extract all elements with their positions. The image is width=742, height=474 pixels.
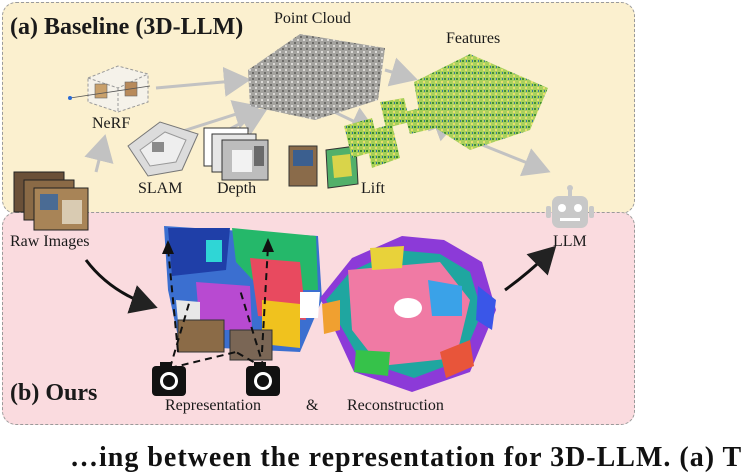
nerf-cube-icon	[68, 65, 151, 113]
llm-label: LLM	[553, 233, 587, 250]
representation-label: Representation	[165, 397, 261, 414]
nerf-label: NeRF	[92, 115, 131, 132]
features-image	[414, 54, 548, 150]
depth-label: Depth	[217, 180, 257, 197]
diagram-canvas	[13, 34, 594, 396]
depth-images	[203, 127, 269, 181]
slam-label: SLAM	[138, 180, 183, 197]
ours-arrows	[84, 245, 557, 314]
lift-images	[288, 145, 359, 189]
raw-images-label: Raw Images	[10, 233, 90, 250]
reconstruction-image	[320, 236, 496, 392]
robot-icon	[546, 185, 594, 228]
raw-images-stack	[13, 171, 89, 231]
camera-icon	[152, 362, 186, 396]
reconstruction-label: Reconstruction	[347, 397, 444, 414]
ampersand-label: &	[306, 397, 319, 414]
point-cloud-label: Point Cloud	[274, 10, 351, 27]
feature-slices	[344, 98, 436, 168]
ray-arrowheads	[162, 238, 274, 254]
ours-title: (b) Ours	[10, 380, 98, 406]
caption-fragment: …ing between the representation for 3D-L…	[0, 428, 741, 473]
camera-icon	[246, 362, 280, 396]
features-label: Features	[446, 30, 501, 47]
point-cloud-image	[248, 34, 385, 120]
representation-image	[164, 226, 322, 361]
slam-mesh-image	[127, 121, 199, 177]
camera-rays	[167, 245, 269, 369]
baseline-title: (a) Baseline (3D-LLM)	[10, 14, 244, 40]
lift-label: Lift	[361, 180, 385, 197]
caption-text: …ing between the representation for 3D-L…	[70, 442, 742, 473]
